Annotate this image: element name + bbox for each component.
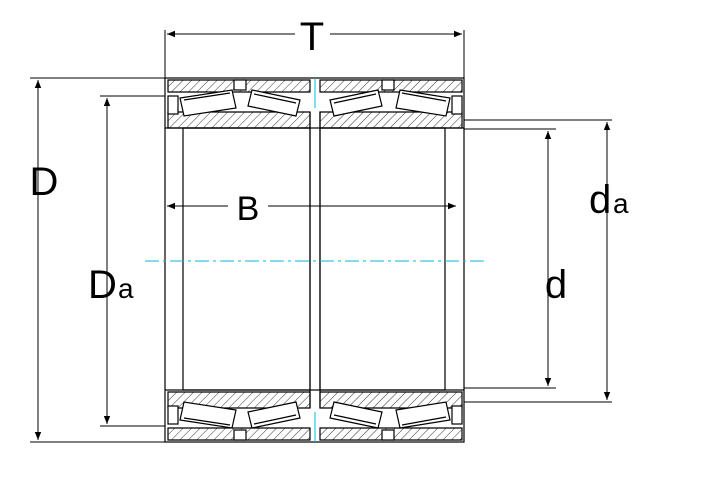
rollers-bottom: [179, 401, 451, 429]
label-Da: D: [88, 263, 117, 307]
cage-blocks: [167, 79, 463, 441]
extension-lines: [30, 30, 612, 443]
center-lines: [145, 78, 488, 442]
label-da-subscript: a: [613, 188, 629, 219]
rollers-top: [179, 89, 451, 117]
dimension-lines: [34, 30, 611, 440]
label-Da-subscript: a: [118, 273, 134, 304]
label-B: B: [237, 190, 260, 228]
label-d: d: [545, 263, 567, 307]
dimension-labels: T D D a B d d a: [30, 15, 629, 307]
bearing-body: [164, 77, 465, 443]
label-T: T: [300, 15, 324, 59]
label-da: d: [589, 178, 611, 222]
label-D: D: [30, 160, 59, 204]
